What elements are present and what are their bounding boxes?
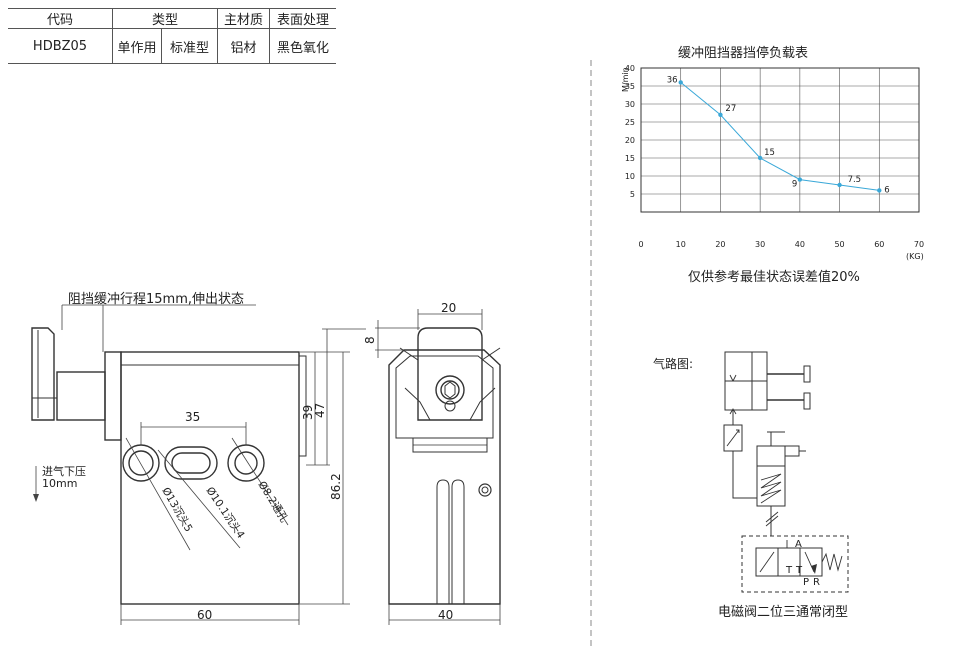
chart-x-tick: 70	[914, 240, 924, 249]
pneumatic-label: 气路图:	[653, 357, 694, 371]
chart-y-tick: 40	[625, 64, 635, 73]
dim-upper-height-inner: 39	[301, 405, 315, 420]
side-slot-left	[436, 479, 450, 604]
side-port	[478, 483, 492, 497]
chart-x-tick: 0	[638, 240, 643, 249]
cell-material: 铝材	[217, 28, 270, 64]
spec-table: 代码 类型 主材质 表面处理 HDBZ05 单作用 标准型 铝材 黑色氧化	[8, 8, 336, 64]
front-view-dimensions	[35, 304, 366, 625]
chart-point	[797, 177, 803, 182]
header-material: 主材质	[217, 8, 270, 29]
port-a: A	[795, 539, 802, 550]
chart-title: 缓冲阻挡器挡停负载表	[678, 46, 809, 61]
dim-upper-height: 47	[313, 403, 327, 418]
pneumatic-diagram	[723, 351, 849, 593]
dim-roller-offset: 8	[363, 336, 377, 344]
chart-point	[718, 112, 723, 118]
chart-point-label: 7.5	[848, 175, 862, 185]
hex-socket-icon	[444, 381, 456, 399]
chart-x-tick: 60	[874, 240, 884, 249]
front-view	[31, 327, 307, 605]
chart-point-label: 36	[667, 75, 678, 85]
slot-10-1-counterbore	[164, 446, 218, 480]
chart-point-label: 6	[884, 185, 889, 195]
flow-arrow-icon	[811, 564, 817, 574]
stroke-note: 阻挡缓冲行程15mm,伸出状态	[68, 292, 245, 307]
chart-tick-labels: 0 10 20 30 40 50 60 70 5 10 15 20 25 30 35 40	[625, 64, 924, 249]
chart-x-tick: 20	[715, 240, 725, 249]
valve-dashed-box	[741, 535, 849, 593]
dim-side-width: 40	[438, 608, 453, 622]
chart-y-tick: 10	[625, 172, 635, 181]
chart-point	[678, 80, 683, 85]
chart-y-tick: 25	[625, 118, 635, 127]
chart-point-label: 15	[764, 148, 775, 158]
side-view-dimensions	[375, 309, 501, 625]
port-p: P	[803, 577, 809, 588]
chart-y-tick: 15	[625, 154, 635, 163]
air-note-line2: 10mm	[42, 477, 78, 490]
hole-note-8-2: Ø8.2通孔	[255, 479, 291, 525]
dim-front-width: 60	[197, 608, 212, 622]
side-view	[388, 327, 501, 605]
front-plunger-rod	[56, 371, 106, 421]
cell-action: 单作用	[112, 28, 162, 64]
hole-8-2-through	[227, 444, 265, 482]
pneumatic-caption: 电磁阀二位三通常闭型	[718, 605, 849, 620]
chart-point	[757, 155, 763, 161]
chart-x-tick: 40	[795, 240, 805, 249]
front-roller-head	[31, 327, 55, 421]
chart-ylabel: M/min	[621, 67, 630, 92]
chart-y-tick: 35	[625, 82, 635, 91]
port-t2: T	[795, 565, 803, 576]
front-body	[120, 351, 300, 605]
side-roller-housing	[417, 327, 483, 421]
dim-roller-width: 20	[441, 301, 456, 315]
chart-x-tick: 30	[755, 240, 765, 249]
chart-data-labels: 36 27 15 9 7.5 6	[667, 75, 890, 195]
chart-x-tick: 50	[834, 240, 844, 249]
spec-table-row: HDBZ05 单作用 标准型 铝材 黑色氧化	[8, 28, 336, 64]
chart-xlabel: (KG)	[906, 252, 924, 261]
spring-icon	[760, 473, 782, 504]
side-slot-right	[451, 479, 465, 604]
chart-point-label: 27	[725, 104, 736, 114]
cell-finish: 黑色氧化	[269, 28, 336, 64]
air-note: 进气下压 10mm	[42, 466, 86, 490]
header-finish: 表面处理	[269, 8, 336, 29]
chart-grid	[641, 68, 919, 212]
cell-code: HDBZ05	[8, 28, 113, 64]
hole-note-13: Ø13沉头5	[159, 485, 195, 534]
chart-series-line	[680, 82, 880, 191]
dim-front-height: 86.2	[329, 473, 343, 500]
front-plunger-base	[104, 351, 122, 441]
chart-point	[837, 182, 842, 188]
chart-y-tick: 30	[625, 100, 635, 109]
port-t1: T	[785, 565, 793, 576]
side-roller	[435, 375, 465, 405]
chart-point	[877, 188, 882, 193]
chart-y-tick: 5	[630, 190, 635, 199]
air-note-line1: 进气下压	[42, 465, 86, 478]
chart-x-tick: 10	[676, 240, 686, 249]
valve-spring-icon	[821, 552, 843, 572]
port-r: R	[813, 577, 820, 588]
chart-frame	[640, 67, 920, 213]
chart-y-tick: 20	[625, 136, 635, 145]
chart-note: 仅供参考最佳状态误差值20%	[688, 270, 860, 285]
solenoid-coil	[784, 445, 800, 457]
chart-point-label: 9	[792, 180, 797, 190]
chart-points	[678, 80, 882, 193]
cylinder-rod-end-top	[803, 365, 811, 383]
dim-slot-spacing: 35	[185, 410, 200, 424]
air-arrow-icon	[33, 494, 39, 502]
cylinder-rod-end-bottom	[803, 392, 811, 410]
chart-plot: 0 10 20 30 40 50 60 70 5 10 15 20 25 30 35 40 36 27 15 9 7.…	[621, 64, 924, 261]
